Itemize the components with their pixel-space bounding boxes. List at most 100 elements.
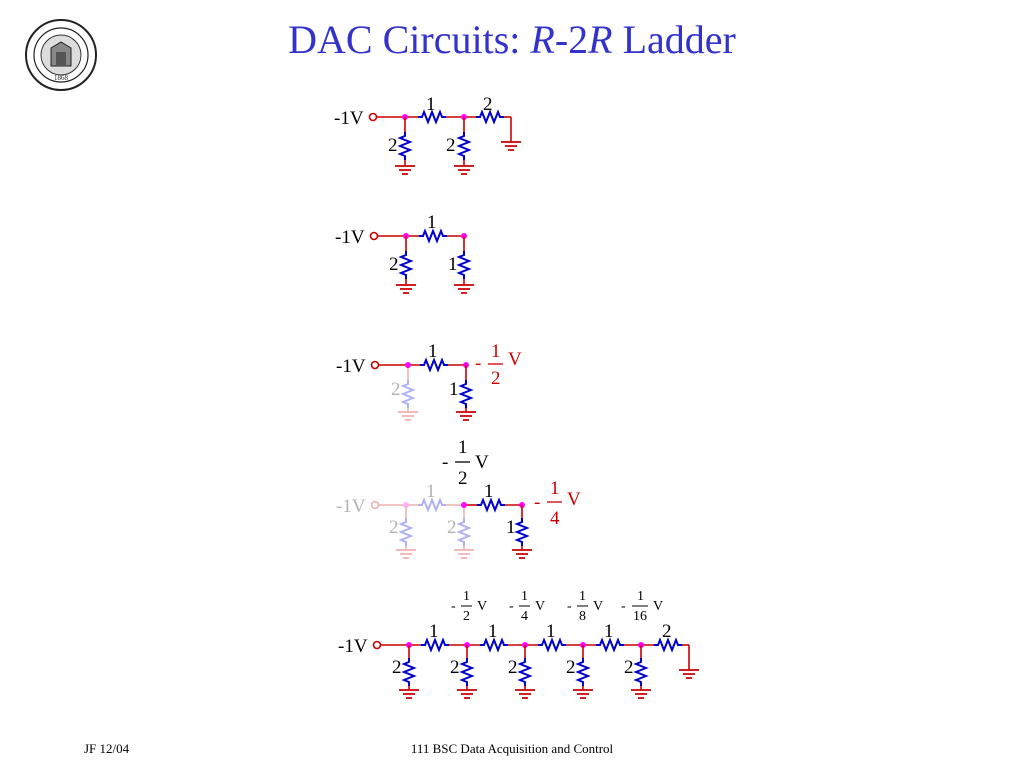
circuit-4: -1V 1 2 2 1 1 - 1 (336, 437, 581, 559)
title-mid: -2 (554, 17, 589, 62)
resistor-label: 2 (392, 657, 402, 678)
resistor-shunt (399, 131, 411, 161)
volt-unit: V (475, 452, 489, 473)
fraction-numerator: 1 (491, 341, 501, 362)
fraction-denominator: 8 (579, 609, 586, 624)
resistor-shunt (400, 250, 412, 280)
node (461, 502, 467, 508)
resistor-label: 2 (450, 657, 460, 678)
fraction-numerator: 1 (550, 478, 560, 499)
circuit-1: -1V 1 2 2 2 (334, 94, 522, 175)
source-terminal (370, 360, 380, 370)
resistor-label: 1 (448, 254, 458, 275)
faded-section: -1V 1 2 2 (336, 481, 475, 559)
fraction-numerator: 1 (637, 589, 644, 604)
circuit-5: -1V (338, 589, 700, 699)
resistor-label: 1 (428, 341, 438, 362)
resistor-shunt (577, 657, 589, 687)
fraction-denominator: 2 (491, 368, 501, 389)
resistor-label: 2 (447, 517, 457, 538)
fraction-numerator: 1 (579, 589, 586, 604)
resistor-label: 1 (449, 379, 459, 400)
title-r: R (530, 17, 555, 62)
resistor-shunt (458, 131, 470, 161)
ground-symbol (395, 284, 417, 294)
resistor-label: 1 (426, 94, 436, 115)
ground-symbol (453, 284, 475, 294)
slide-title: DAC Circuits: R-2R Ladder (0, 14, 1024, 66)
source-terminal (369, 231, 379, 241)
source-label: -1V (335, 227, 365, 248)
footer-date: JF 12/04 (84, 741, 130, 756)
ground-symbol (500, 141, 522, 151)
resistor-label: 1 (488, 621, 498, 642)
university-seal-logo: 1868 (25, 19, 97, 91)
fraction-numerator: 1 (463, 589, 470, 604)
resistor-label: 2 (508, 657, 518, 678)
volt-unit: V (593, 599, 603, 614)
resistor-label: 1 (604, 621, 614, 642)
node-voltage-minus: - (534, 492, 540, 513)
node-voltage-minus: - (567, 599, 572, 614)
resistor-label: 2 (389, 254, 399, 275)
source-label: -1V (336, 356, 366, 377)
ground-symbol (511, 549, 533, 559)
resistor-label: 1 (429, 621, 439, 642)
ground-symbol (514, 689, 536, 699)
resistor-label: 1 (506, 517, 516, 538)
resistor-label: 1 (426, 481, 436, 502)
ground-symbol (572, 689, 594, 699)
fraction-numerator: 1 (458, 437, 468, 458)
ground-symbol (630, 689, 652, 699)
node-voltage-minus: - (442, 452, 448, 473)
resistor-label: 1 (427, 212, 437, 233)
resistor-label: 1 (484, 481, 494, 502)
resistor-label: 2 (624, 657, 634, 678)
node-voltage-minus: - (451, 599, 456, 614)
resistor-shunt (458, 250, 470, 280)
resistor-label: 2 (483, 94, 493, 115)
volt-unit: V (653, 599, 663, 614)
fraction-numerator: 1 (521, 589, 528, 604)
node (405, 362, 411, 368)
resistor-label: 1 (546, 621, 556, 642)
fraction-denominator: 2 (458, 468, 468, 489)
fraction-denominator: 4 (550, 508, 560, 529)
ground-symbol (394, 165, 416, 175)
resistor-label: 2 (389, 517, 399, 538)
resistor-shunt (461, 657, 473, 687)
resistor-label: 2 (388, 135, 398, 156)
resistor-shunt (403, 657, 415, 687)
fraction-denominator: 4 (521, 609, 528, 624)
volt-unit: V (477, 599, 487, 614)
title-prefix: DAC Circuits: (288, 17, 531, 62)
volt-unit: V (508, 349, 522, 370)
title-suffix: Ladder (612, 17, 736, 62)
resistor-shunt (635, 657, 647, 687)
fraction-denominator: 16 (633, 609, 647, 624)
ground-symbol (678, 669, 700, 679)
node-voltage-minus: - (475, 353, 481, 374)
resistor-label: 2 (446, 135, 456, 156)
resistor-shunt (516, 517, 528, 547)
ground-symbol (453, 165, 475, 175)
resistor-label: 2 (391, 379, 401, 400)
resistor-shunt (460, 379, 472, 409)
source-label: -1V (338, 636, 368, 657)
svg-text:1868: 1868 (54, 74, 69, 82)
ground-symbol (456, 689, 478, 699)
circuit-2: -1V 1 2 1 (335, 212, 475, 294)
resistor-shunt (519, 657, 531, 687)
node-voltage-minus: - (621, 599, 626, 614)
source-terminal (368, 112, 378, 122)
footer-course: 111 BSC Data Acquisition and Control (410, 741, 614, 756)
source-terminal (372, 640, 382, 650)
volt-unit: V (535, 599, 545, 614)
node-voltage-minus: - (509, 599, 514, 614)
source-label: -1V (336, 496, 366, 517)
fraction-denominator: 2 (463, 609, 470, 624)
ground-symbol (455, 411, 477, 421)
source-label: -1V (334, 108, 364, 129)
resistor-label: 2 (662, 621, 672, 642)
